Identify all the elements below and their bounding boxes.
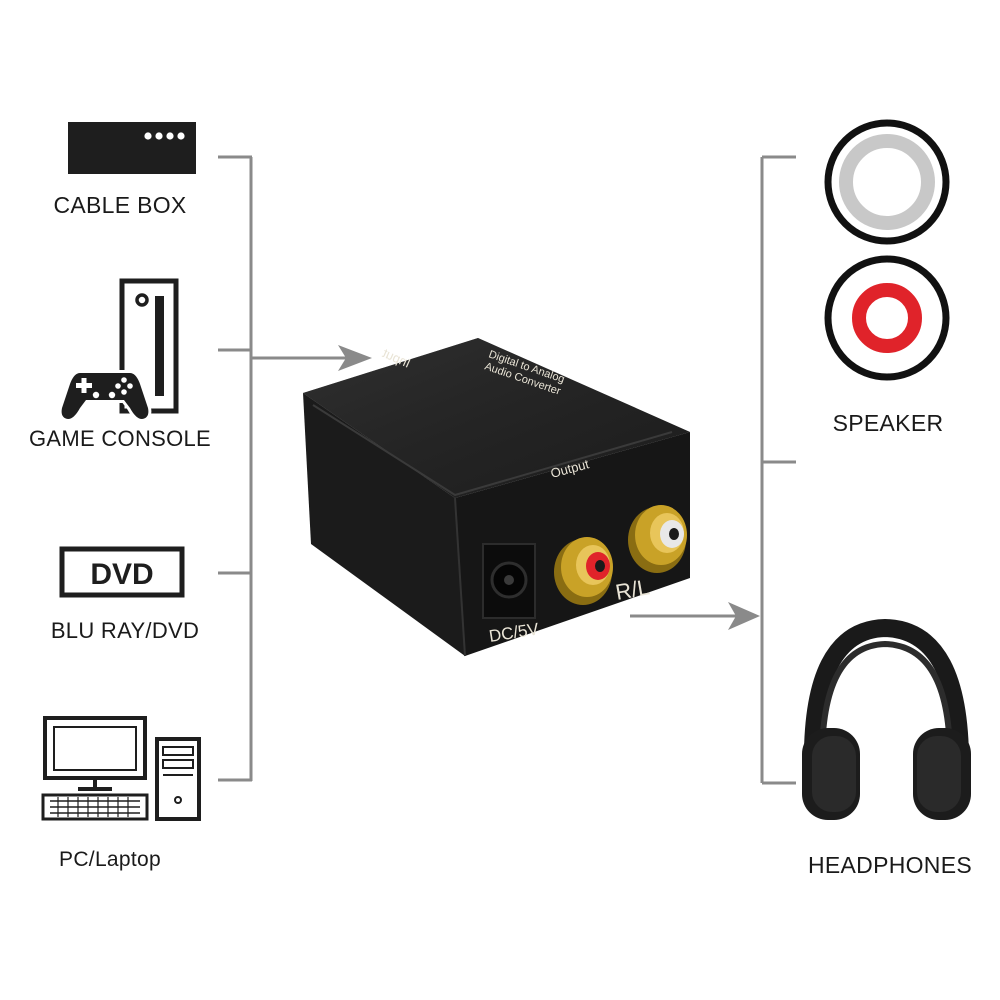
rl-label: R/L (614, 574, 652, 605)
red-rca-port (554, 537, 613, 605)
right-connector-lines (630, 155, 796, 785)
headphones-icon (802, 618, 971, 820)
left-connector-lines (218, 155, 350, 782)
output-label-headphones: HEADPHONES (807, 852, 973, 878)
desktop-computer-icon (41, 716, 201, 821)
output-arrow (728, 602, 760, 630)
source-label-pc-laptop: PC/Laptop (59, 848, 161, 871)
game-console-icon (58, 278, 179, 423)
white-rca-jack-icon (824, 119, 950, 245)
cable-box-icon (68, 122, 196, 174)
input-arrow (338, 345, 372, 371)
output-label-speaker: SPEAKER (832, 410, 944, 436)
speaker-jacks-icon (824, 119, 950, 381)
dvd-badge-text: DVD (90, 558, 153, 591)
white-rca-port (628, 505, 687, 573)
converter-device: Input Digital to Analog Audio Converter … (303, 338, 690, 657)
source-label-cable-box: CABLE BOX (53, 192, 187, 218)
red-rca-jack-icon (824, 255, 950, 381)
dvd-player-icon: DVD (59, 546, 185, 598)
source-label-game-console: GAME CONSOLE (28, 426, 212, 451)
source-label-blu-ray-dvd: BLU RAY/DVD (50, 618, 200, 643)
